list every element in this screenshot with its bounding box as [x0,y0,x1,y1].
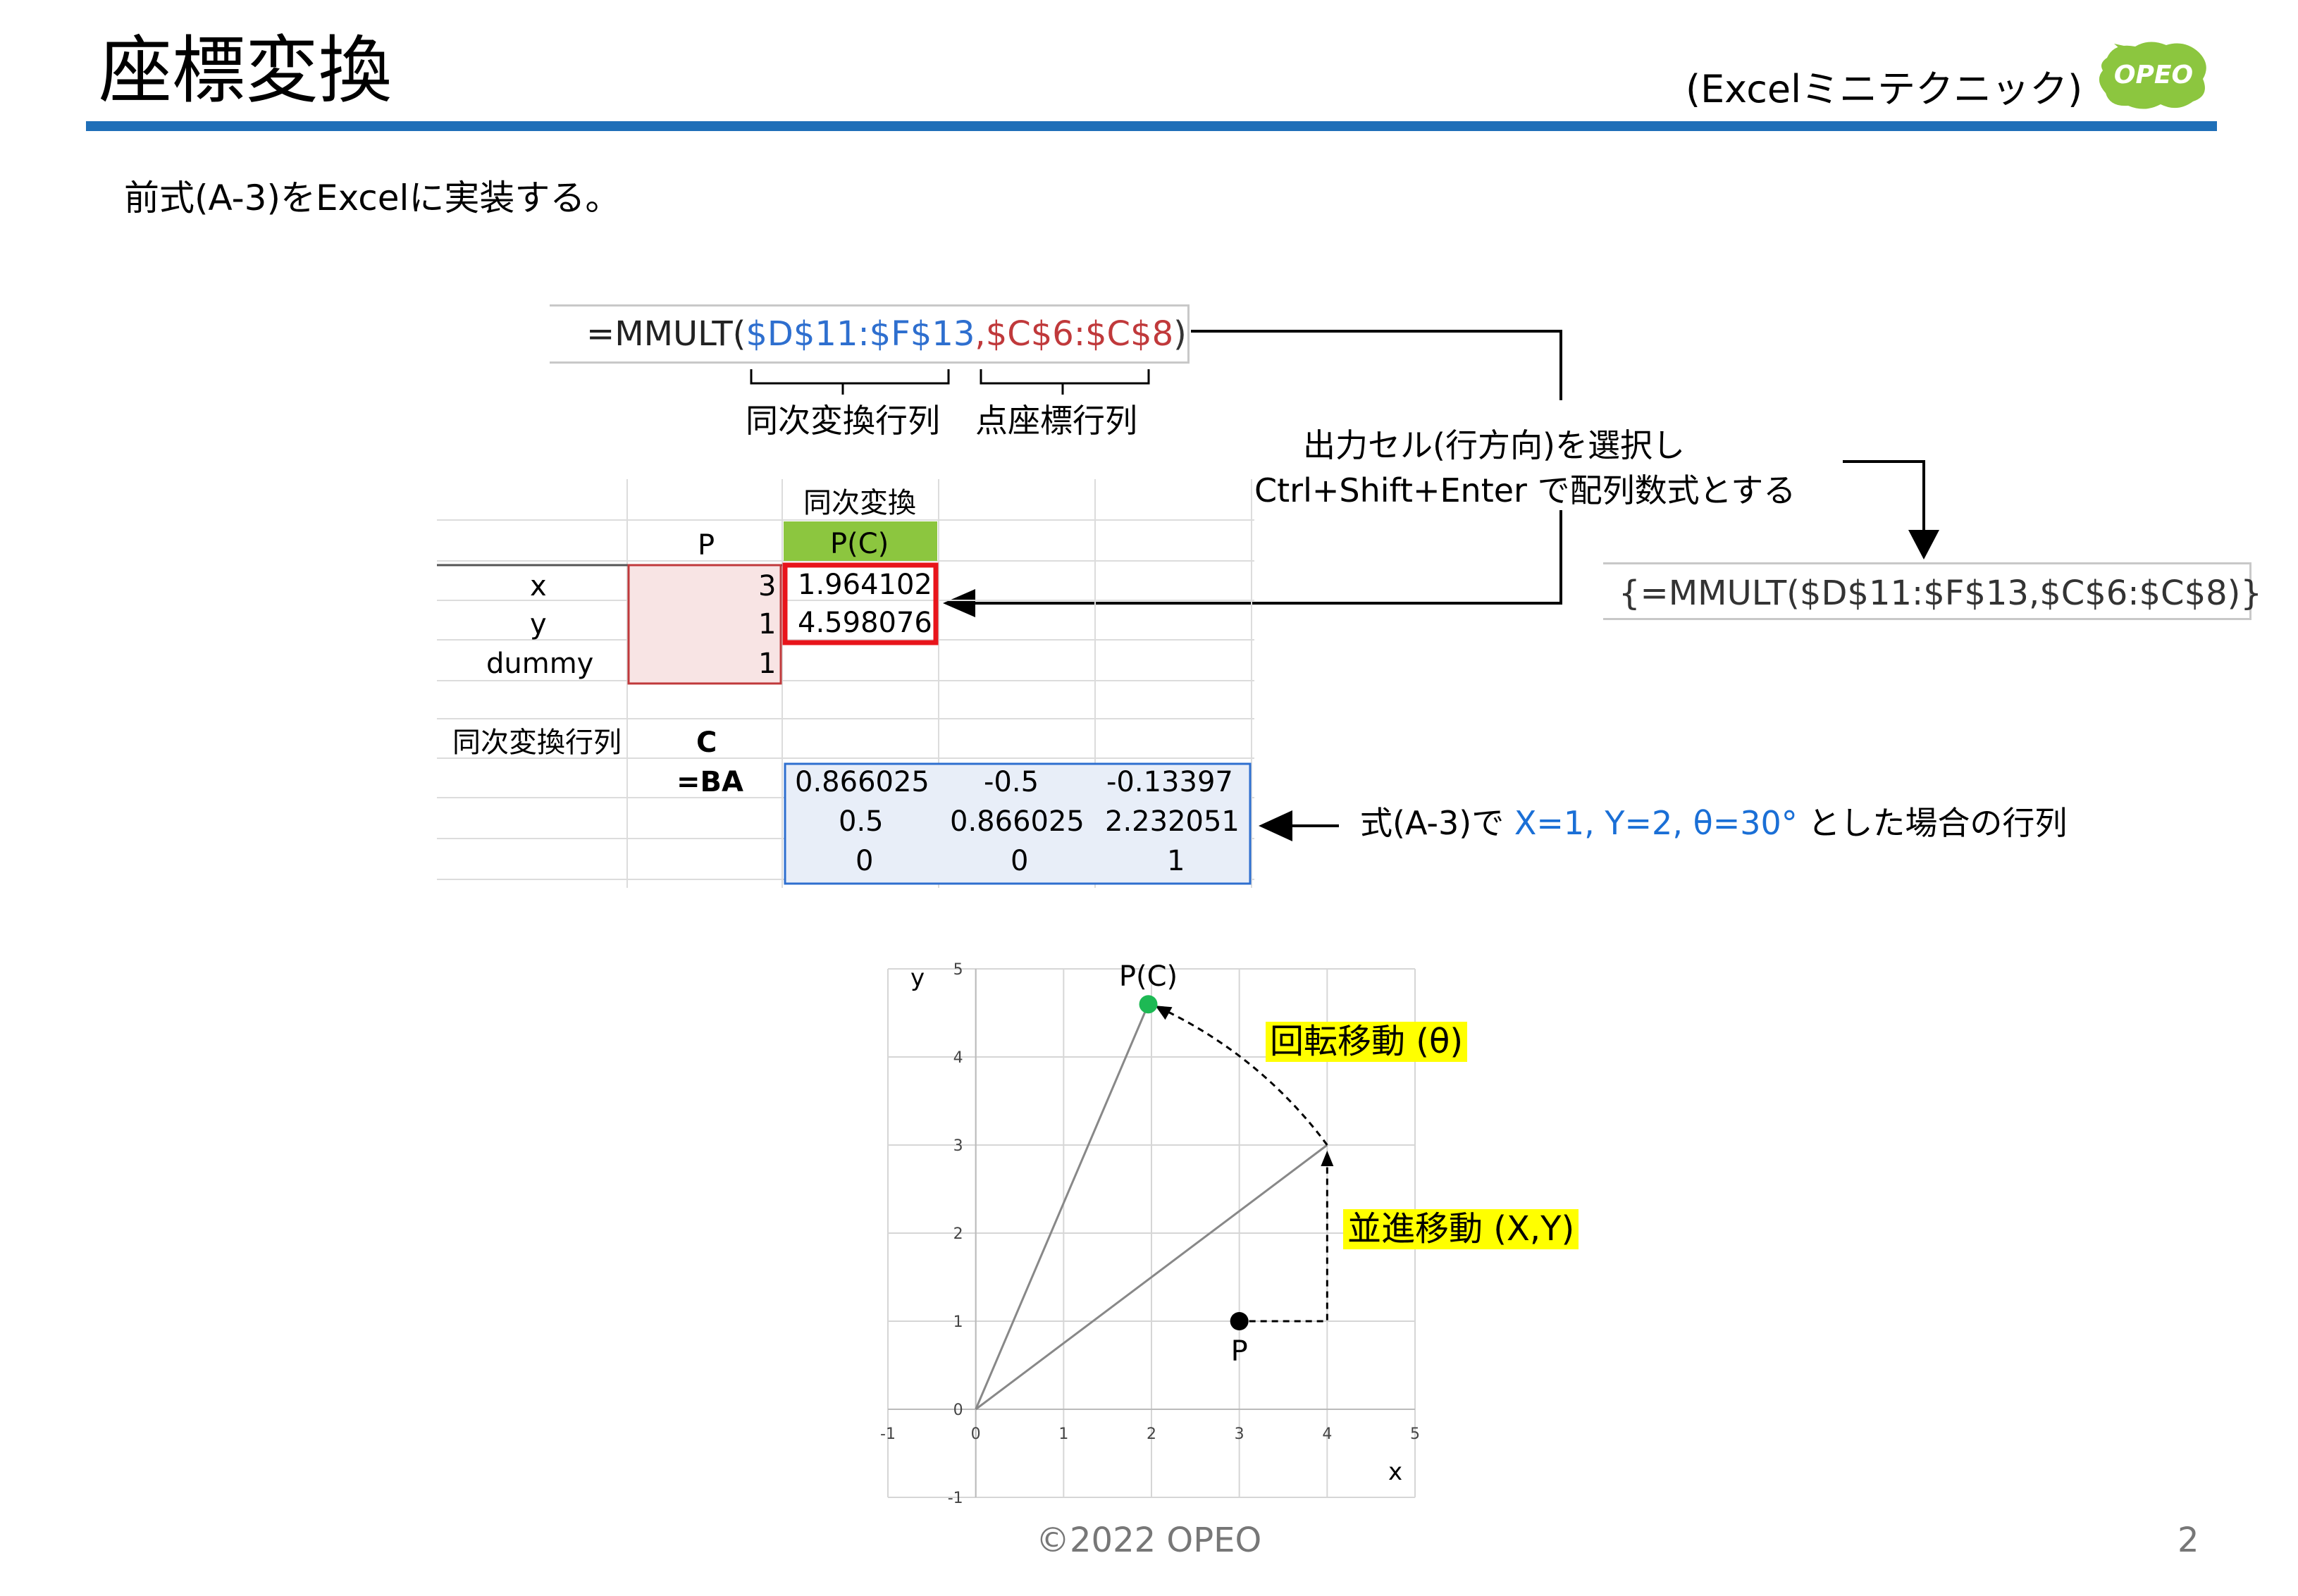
connector-line [1191,330,1562,400]
column-header-p: P [698,529,715,562]
point-pc [1139,995,1158,1014]
x-tick-label: -1 [881,1425,896,1443]
x-tick-label: 1 [1058,1425,1068,1443]
y-tick-label: 2 [953,1225,963,1243]
page-title: 座標変換 [99,27,393,113]
formula-suffix: ) [1173,314,1187,354]
formula-prefix: =MMULT( [586,314,746,354]
header-homogeneous: 同次変換 [803,487,916,519]
x-tick-label: 3 [1235,1425,1244,1443]
caption-params: X=1, Y=2, θ=30° [1514,804,1798,842]
intro-text: 前式(A-3)をExcelに実装する。 [124,178,621,218]
cell-p-dummy[interactable]: 1 [758,648,777,680]
cell-pc-y[interactable]: 4.598076 [798,607,932,639]
formula-arg2: $C$6:$C$8 [985,314,1174,354]
matrix-cell-1-3[interactable]: -0.13397 [1106,766,1233,798]
rotation-arc [1160,1007,1328,1146]
row-label-dummy[interactable]: dummy [486,648,594,680]
rotation-arrowhead [1155,1006,1173,1020]
y-tick-label: 4 [953,1049,963,1067]
logo-text: OPEO [2114,61,2193,89]
matrix-cell-3-3[interactable]: 1 [1167,845,1185,877]
cell-p-y[interactable]: 1 [758,608,777,641]
column-header-pc: P(C) [830,528,889,560]
matrix-cell-1-2[interactable]: -0.5 [984,766,1039,798]
connector-line-to-output [972,510,1562,605]
page-number: 2 [2177,1521,2199,1560]
output-cell-highlight [782,562,939,645]
x-tick-label: 4 [1322,1425,1332,1443]
x-tick-label: 2 [1147,1425,1156,1443]
cell-p-x[interactable]: 3 [758,570,777,602]
point-p-label: P [1231,1335,1248,1368]
matrix-cell-3-1[interactable]: 0 [855,845,874,877]
y-tick-label: 3 [953,1137,963,1155]
matrix-c: C [696,726,717,759]
matrix-range [784,762,1252,885]
row-label-x[interactable]: x [530,570,547,602]
translation-path [1249,1166,1328,1323]
point-p [1230,1312,1249,1330]
title-rule [86,121,2217,131]
array-formula-bar: {=MMULT($D$11:$F$13,$C$6:$C$8)} [1603,562,2262,620]
matrix-cell-2-1[interactable]: 0.5 [839,805,884,838]
coordinate-chart: -1 0 1 2 3 4 5 -1 0 1 2 3 4 5 P P(C) x y [881,960,1420,1507]
instruction-text: 出力セル(行方向)を選択し Ctrl+Shift+Enter で配列数式とする [1254,423,1796,513]
translation-arrowhead [1321,1151,1334,1166]
x-axis-label: x [1388,1458,1402,1486]
matrix-cell-3-2[interactable]: 0 [1011,845,1029,877]
pc-header-fill [784,521,937,561]
arrow-to-output-cell [943,589,975,617]
caption-prefix: 式(A-3)で [1360,804,1514,842]
x-tick-label: 0 [971,1425,981,1443]
origin-to-pc-line [975,1003,1149,1410]
y-axis-label: y [910,964,925,992]
instruction-line-2: Ctrl+Shift+Enter で配列数式とする [1254,471,1796,509]
matrix-caption: 式(A-3)で X=1, Y=2, θ=30° とした場合の行列 [1360,807,2067,839]
copyright: ©2022 OPEO [1036,1521,1262,1560]
brace-arg1 [750,369,950,395]
matrix-label: 同次変換行列 [452,726,622,759]
connector-line-to-array [1843,460,1925,536]
p-range [627,564,782,685]
matrix-eq: =BA [677,766,743,798]
x-tick-label: 5 [1410,1425,1420,1443]
translation-label: 並進移動 (X,Y) [1343,1209,1579,1249]
matrix-cell-2-2[interactable]: 0.866025 [950,805,1085,838]
formula-comma: , [975,314,986,354]
brace-label-homogeneous: 同次変換行列 [746,402,940,440]
spreadsheet-grid [437,479,1254,888]
instruction-line-1: 出力セル(行方向)を選択し [1303,426,1685,464]
origin-to-translated-line [975,1144,1328,1411]
formula-arg1: $D$11:$F$13 [746,314,975,354]
point-pc-label: P(C) [1119,960,1178,993]
caption-arrow-head [1259,810,1292,841]
matrix-cell-2-3[interactable]: 2.232051 [1105,805,1240,838]
y-tick-label: 1 [953,1313,963,1331]
row-label-y[interactable]: y [530,608,547,641]
cell-pc-x[interactable]: 1.964102 [798,569,932,601]
page-subtitle: (Excelミニテクニック) [1686,67,2083,111]
opeo-logo: OPEO [2099,42,2206,109]
caption-suffix: とした場合の行列 [1797,804,2068,842]
y-tick-label: 0 [953,1402,963,1419]
brace-arg2 [980,369,1150,395]
brace-label-point: 点座標行列 [975,402,1137,440]
y-tick-label: 5 [953,961,963,979]
arrow-to-array-formula [1908,530,1939,559]
rotation-label: 回転移動 (θ) [1266,1022,1468,1062]
formula-bar: =MMULT($D$11:$F$13,$C$6:$C$8) [550,304,1190,364]
matrix-cell-1-1[interactable]: 0.866025 [795,766,929,798]
y-tick-label: -1 [948,1490,963,1507]
